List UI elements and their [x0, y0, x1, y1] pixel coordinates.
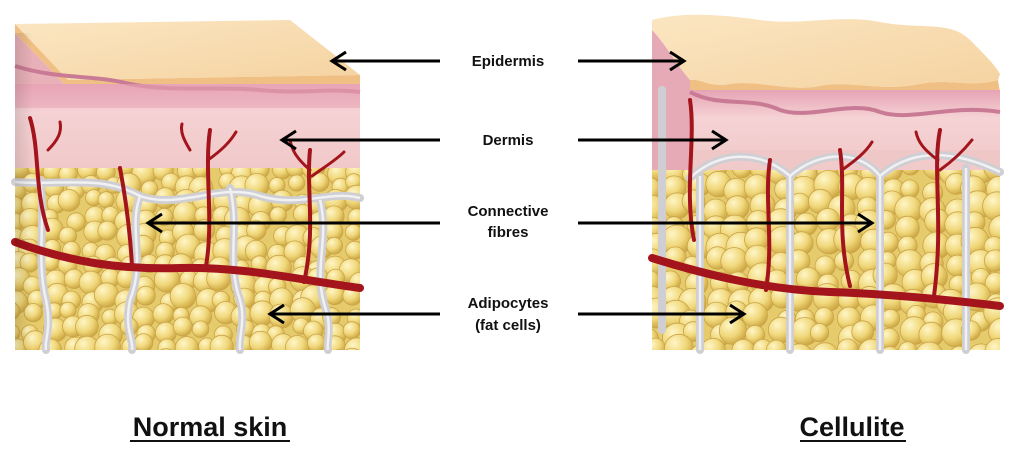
- fat-cell: [157, 338, 177, 350]
- fat-cell: [344, 337, 360, 350]
- fat-cell: [898, 341, 918, 350]
- fat-cell: [134, 353, 154, 373]
- fat-cell: [731, 170, 753, 179]
- fat-cell: [94, 333, 121, 350]
- fat-cell: [344, 223, 360, 241]
- fat-cell: [342, 321, 360, 340]
- fat-cell: [984, 338, 1000, 350]
- label-epidermis: Epidermis: [472, 53, 545, 70]
- title-normal-skin: Normal skin: [133, 412, 288, 442]
- fat-cell: [248, 330, 273, 350]
- fat-cell: [134, 333, 154, 350]
- fat-cell: [5, 354, 31, 380]
- fat-cell: [285, 335, 310, 350]
- fat-cell: [57, 189, 81, 212]
- fat-cell: [269, 206, 287, 224]
- fat-cell: [274, 356, 294, 376]
- fat-cell: [335, 349, 345, 350]
- arrow-adipocytes-left: [267, 303, 440, 325]
- cellulite-block: [648, 14, 1004, 354]
- label-connective-line1: Connective: [468, 203, 549, 220]
- fat-cell: [292, 356, 309, 373]
- fat-cell: [160, 348, 173, 350]
- arrow-connective-right: [578, 212, 875, 234]
- fat-cell: [307, 333, 326, 350]
- fat-cell: [916, 341, 943, 350]
- fat-cell: [135, 285, 156, 306]
- fat-cell: [809, 323, 830, 343]
- fat-cell: [984, 272, 1000, 294]
- label-dermis: Dermis: [483, 132, 534, 149]
- fat-cell: [983, 249, 1000, 272]
- fat-cell: [169, 283, 197, 310]
- fat-cell: [720, 247, 749, 275]
- fat-cell: [55, 349, 59, 350]
- fat-cell: [901, 170, 920, 176]
- fat-cell: [172, 316, 193, 337]
- fat-cell: [99, 351, 121, 373]
- fat-cell: [664, 333, 694, 350]
- arrow-connective-left: [145, 212, 440, 234]
- fat-cell: [189, 357, 211, 379]
- fat-cell: [313, 356, 329, 372]
- fat-cell: [191, 320, 210, 338]
- fat-cell: [812, 342, 838, 350]
- label-arrows: [145, 50, 875, 325]
- fat-cell: [97, 220, 118, 241]
- cellulite-fat-cells: [652, 170, 1000, 350]
- fat-cell: [174, 351, 192, 369]
- fat-cell: [345, 347, 359, 350]
- fat-cell: [124, 356, 142, 374]
- fat-cell: [228, 352, 248, 372]
- fat-cell: [833, 224, 863, 254]
- fat-cell: [988, 215, 1000, 243]
- label-connective-line2: fibres: [488, 224, 529, 241]
- fat-cell: [652, 337, 666, 350]
- label-adipocytes-line1: Adipocytes: [468, 295, 549, 312]
- normal-connective-fibre-highlights: [14, 179, 361, 351]
- normal-skin-block: [5, 20, 364, 380]
- fat-cell: [288, 174, 306, 192]
- fat-cell: [21, 359, 38, 376]
- fat-cell: [209, 334, 234, 350]
- fat-cell: [80, 352, 96, 368]
- fat-cell: [66, 212, 86, 232]
- fat-cell: [741, 302, 768, 329]
- cellulite-epidermis-top: [652, 14, 1000, 88]
- fat-cell: [731, 339, 756, 350]
- normal-epidermis-top: [15, 20, 360, 80]
- fat-cell: [66, 356, 84, 374]
- arrow-epidermis-right: [578, 50, 687, 72]
- fat-cell: [97, 191, 115, 209]
- fat-cell: [325, 236, 344, 255]
- title-cellulite: Cellulite: [799, 412, 904, 442]
- fat-cell: [152, 303, 175, 325]
- fat-cell: [75, 314, 99, 339]
- fat-cell: [174, 336, 199, 350]
- label-adipocytes-line2: (fat cells): [475, 317, 541, 334]
- fat-cell: [881, 346, 899, 350]
- fat-cell: [212, 358, 230, 376]
- normal-epidermis-edge: [15, 24, 360, 88]
- fat-cell: [836, 338, 859, 350]
- fat-cell: [880, 308, 901, 329]
- arrow-adipocytes-right: [578, 303, 747, 325]
- arrow-dermis-left: [279, 129, 440, 151]
- fat-cell: [766, 339, 787, 350]
- fat-cell: [345, 240, 360, 260]
- fat-cell: [815, 207, 840, 232]
- fat-cell: [700, 337, 726, 350]
- fat-cell: [247, 356, 270, 379]
- arrow-epidermis-left: [329, 50, 440, 72]
- arrow-dermis-right: [578, 129, 729, 151]
